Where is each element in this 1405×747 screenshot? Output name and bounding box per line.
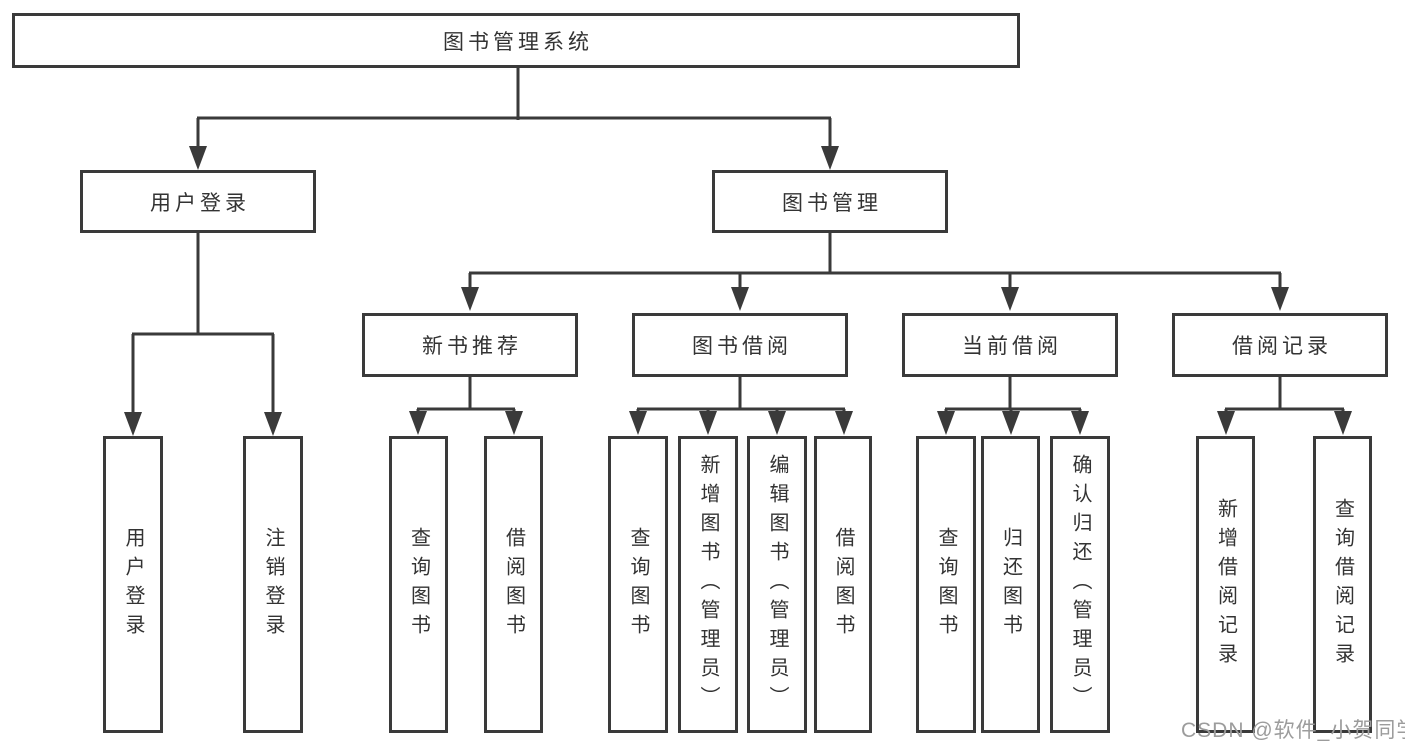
arrowhead <box>124 412 142 436</box>
arrowhead <box>1271 287 1289 311</box>
node-query-borrow-record: 查询借阅记录 <box>1313 436 1372 733</box>
arrowhead <box>629 411 647 435</box>
node-query-books-1: 查询图书 <box>389 436 448 733</box>
node-add-book-admin: 新增图书（管理员） <box>678 436 738 733</box>
node-query-books-2: 查询图书 <box>608 436 668 733</box>
node-user-login: 用户登录 <box>80 170 316 233</box>
node-borrow-records: 借阅记录 <box>1172 313 1388 377</box>
arrowhead <box>699 411 717 435</box>
connector-book-management <box>468 233 1282 291</box>
node-book-management: 图书管理 <box>712 170 948 233</box>
arrowhead <box>937 411 955 435</box>
node-confirm-return-admin: 确认归还（管理员） <box>1050 436 1110 733</box>
node-add-borrow-record: 新增借阅记录 <box>1196 436 1255 733</box>
connector-new-book <box>416 377 516 415</box>
arrowhead <box>821 146 839 170</box>
arrowhead <box>1001 287 1019 311</box>
node-current-borrow: 当前借阅 <box>902 313 1118 377</box>
connector-current-borrow <box>944 377 1082 415</box>
connector-root <box>196 68 832 150</box>
arrowhead <box>768 411 786 435</box>
arrowhead <box>1071 411 1089 435</box>
connector-user-login <box>131 233 275 416</box>
node-return-book: 归还图书 <box>981 436 1040 733</box>
watermark: CSDN @软件_小贺同学 <box>1181 719 1405 742</box>
node-new-book-recommend: 新书推荐 <box>362 313 578 377</box>
arrowhead <box>264 412 282 436</box>
node-borrow-books-1: 借阅图书 <box>484 436 543 733</box>
node-root: 图书管理系统 <box>12 13 1020 68</box>
arrowhead <box>731 287 749 311</box>
arrowhead <box>505 411 523 435</box>
connector-borrow-records <box>1224 377 1345 415</box>
arrowhead <box>189 146 207 170</box>
arrowhead <box>1002 411 1020 435</box>
node-logout: 注销登录 <box>243 436 303 733</box>
arrowhead <box>1217 411 1235 435</box>
connector-book-borrow <box>636 377 846 415</box>
arrowhead <box>1334 411 1352 435</box>
arrowhead <box>835 411 853 435</box>
node-query-books-3: 查询图书 <box>916 436 976 733</box>
node-borrow-books-2: 借阅图书 <box>814 436 872 733</box>
node-book-borrow: 图书借阅 <box>632 313 848 377</box>
arrowhead <box>409 411 427 435</box>
node-user-login-leaf: 用户登录 <box>103 436 163 733</box>
arrowhead <box>461 287 479 311</box>
node-edit-book-admin: 编辑图书（管理员） <box>747 436 807 733</box>
